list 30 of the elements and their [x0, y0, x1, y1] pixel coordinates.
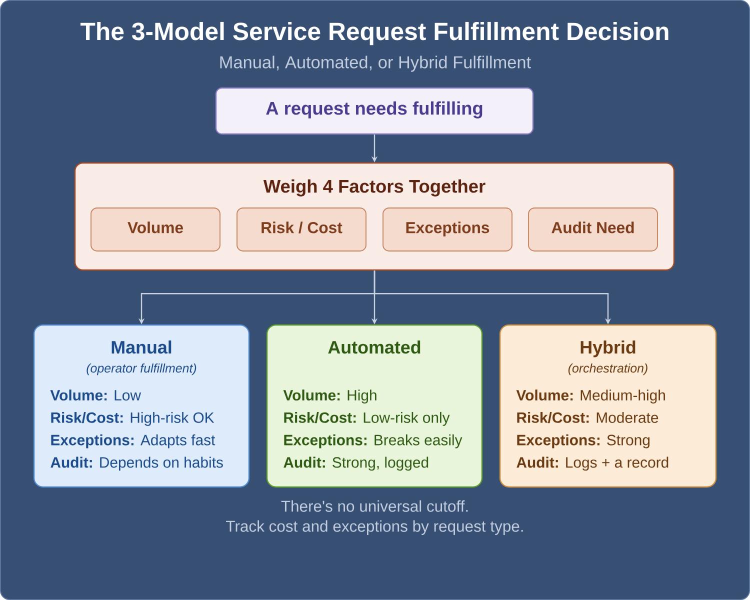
factor-box: Volume	[90, 208, 220, 252]
diagram-title: The 3-Model Service Request Fulfillment Decision	[80, 22, 668, 46]
model-card	[499, 324, 717, 488]
footer-note: There's no universal cutoff.	[281, 500, 468, 512]
factor-box: Audit Need	[528, 208, 658, 252]
attribute-line: Risk/Cost: High-risk OK	[51, 412, 214, 426]
card-subtitle: (orchestration)	[568, 363, 648, 376]
panel-heading: Weigh 4 Factors Together	[263, 179, 486, 196]
card-title: Automated	[328, 340, 420, 354]
footer-note: Track cost and exceptions by request type.	[226, 520, 523, 535]
factor-box: Risk / Cost	[236, 208, 366, 252]
factor-box: Exceptions	[382, 208, 512, 252]
attribute-line: Risk/Cost: Low-risk only	[284, 412, 450, 426]
attribute-line: Volume: Low	[50, 390, 142, 401]
model-card	[266, 324, 483, 488]
subtitle: Manual, Automated, or Hybrid Fulfillment	[220, 56, 531, 72]
card-title: Hybrid	[580, 340, 636, 358]
card-title: Manual	[112, 340, 172, 354]
attribute-line: Exceptions: Adapts fast	[51, 434, 216, 448]
attribute-line: Exceptions: Strong	[517, 434, 650, 448]
attribute-line: Volume: High	[283, 390, 376, 404]
start-box: A request needs fulfilling	[215, 87, 534, 135]
card-subtitle: (operator fulfillment)	[86, 363, 196, 376]
model-card	[33, 324, 250, 488]
attribute-line: Audit: Logs + a record	[516, 456, 668, 471]
attribute-line: Exceptions: Breaks easily	[284, 434, 462, 448]
attribute-line: Risk/Cost: Moderate	[517, 412, 658, 424]
attribute-line: Volume: Medium-high	[516, 390, 665, 404]
attribute-line: Audit: Strong, logged	[284, 456, 428, 471]
attribute-line: Audit: Depends on habits	[50, 456, 223, 471]
